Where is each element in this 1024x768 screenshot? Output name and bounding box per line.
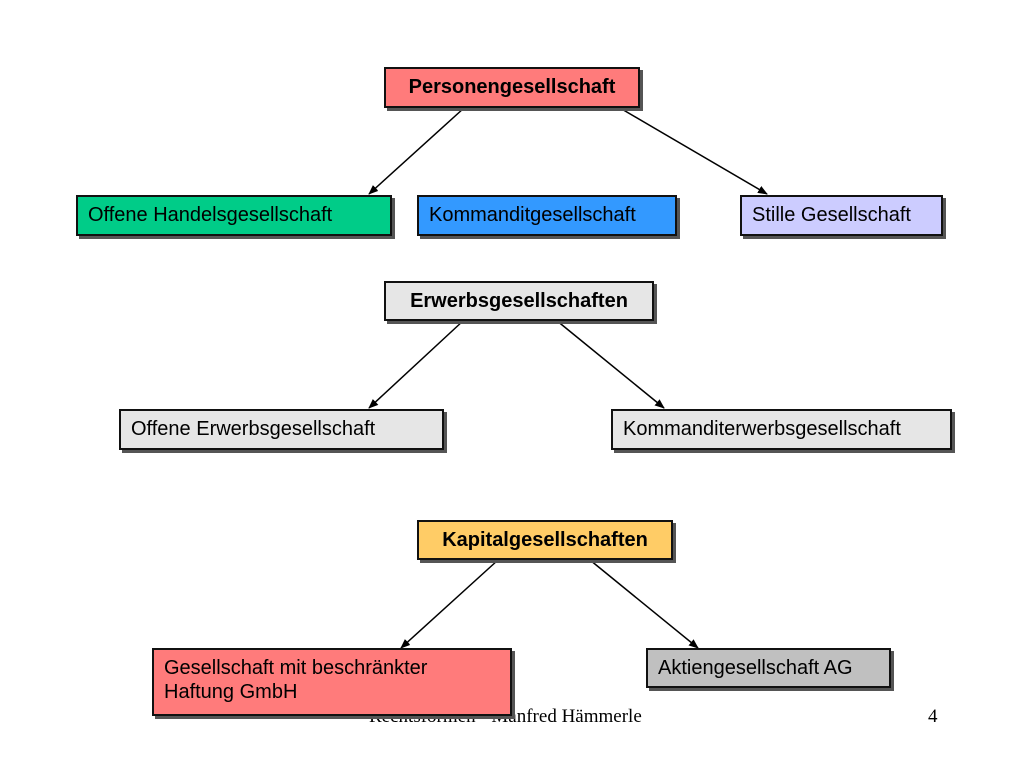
arrow-erwerb-to-keg: [555, 319, 665, 409]
arrow-personen-to-ohg: [368, 107, 465, 195]
box-label: Stille Gesellschaft: [752, 204, 911, 226]
page-number: 4: [928, 706, 938, 727]
box-stille-gesellschaft: Stille Gesellschaft: [740, 195, 943, 236]
box-label: Kommanditgesellschaft: [429, 204, 636, 226]
box-label-line2: Haftung GmbH: [164, 681, 298, 703]
box-label: Erwerbsgesellschaften: [410, 289, 628, 312]
box-label: Kommanditerwerbsgesellschaft: [623, 418, 901, 440]
arrow-personen-to-stille: [619, 107, 768, 195]
box-erwerbsgesellschaften: Erwerbsgesellschaften: [384, 281, 654, 321]
box-gmbh: Gesellschaft mit beschränkter Haftung Gm…: [152, 648, 512, 716]
box-personengesellschaft: Personengesellschaft: [384, 67, 640, 108]
box-label: Kapitalgesellschaften: [442, 528, 648, 551]
box-offene-handelsgesellschaft: Offene Handelsgesellschaft: [76, 195, 392, 236]
box-offene-erwerbsgesellschaft: Offene Erwerbsgesellschaft: [119, 409, 444, 450]
arrow-kapital-to-gmbh: [400, 559, 499, 649]
box-label: Offene Erwerbsgesellschaft: [131, 418, 376, 440]
box-label-line1: Gesellschaft mit beschränkter: [164, 657, 428, 679]
box-kapitalgesellschaften: Kapitalgesellschaften: [417, 520, 673, 560]
box-kommanditgesellschaft: Kommanditgesellschaft: [417, 195, 677, 236]
box-label: Offene Handelsgesellschaft: [88, 204, 333, 226]
box-label: Aktiengesellschaft AG: [658, 656, 853, 679]
arrow-erwerb-to-oeg: [368, 319, 465, 409]
box-kommanditerwerbsgesellschaft: Kommanditerwerbsgesellschaft: [611, 409, 952, 450]
arrow-kapital-to-ag: [589, 559, 699, 649]
box-label: Personengesellschaft: [408, 76, 616, 98]
box-aktiengesellschaft: Aktiengesellschaft AG: [646, 648, 891, 688]
